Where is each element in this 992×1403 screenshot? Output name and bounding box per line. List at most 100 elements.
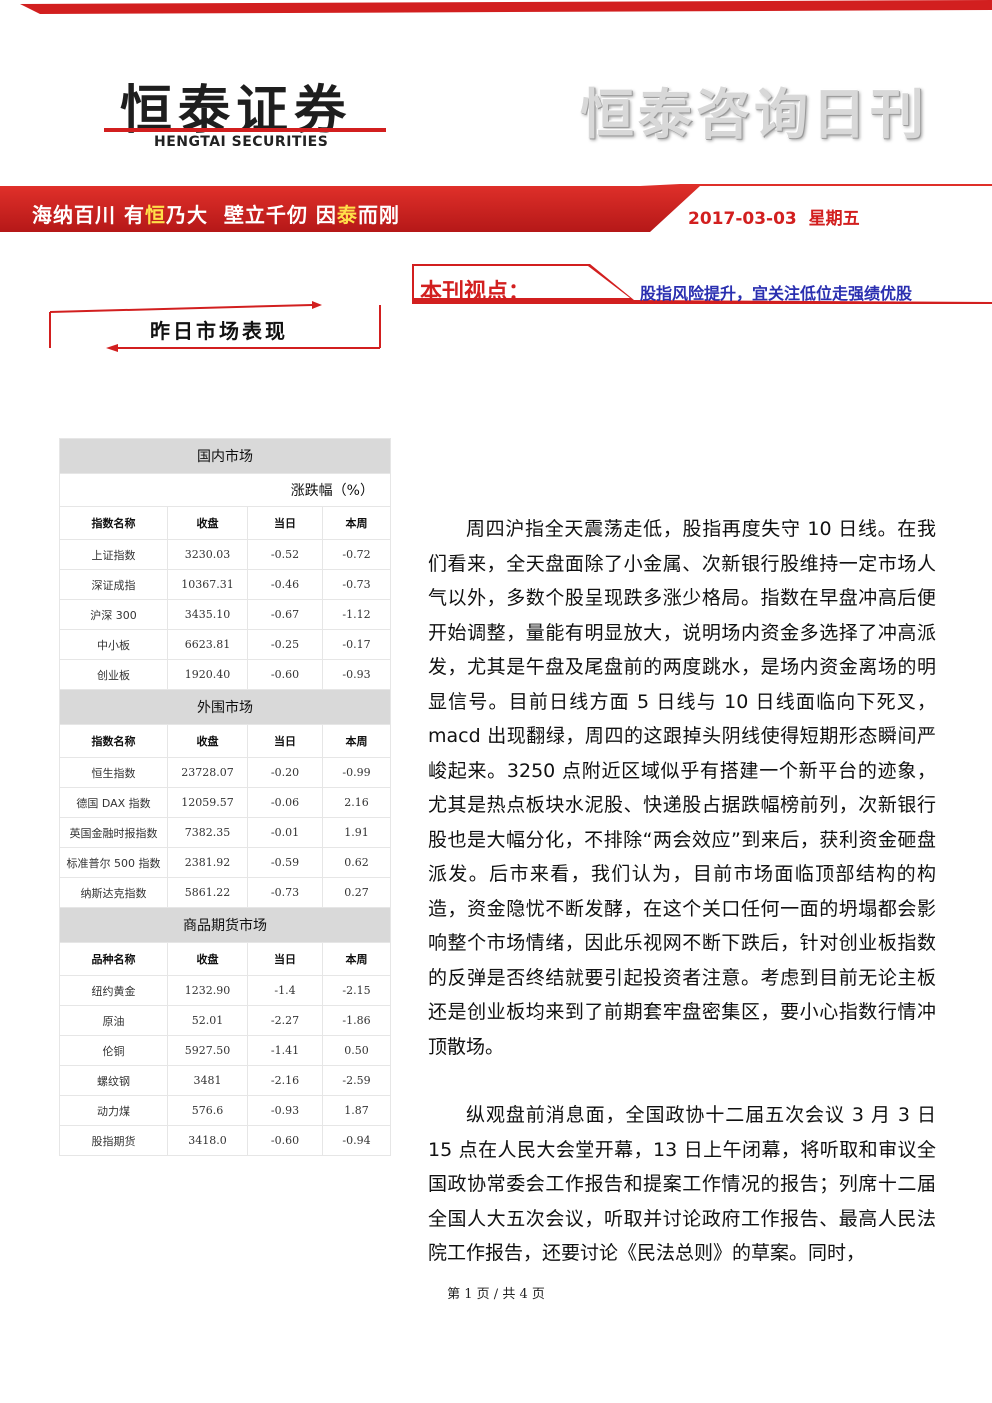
close-value: 1232.90	[167, 975, 248, 1006]
weekly-change: -0.72	[322, 539, 391, 570]
publication-title: 恒泰咨询日刊	[580, 83, 928, 146]
header-row: 品种名称 收盘 当日 本周	[59, 942, 391, 976]
top-red-stripe	[20, 0, 992, 14]
weekly-change: 0.27	[322, 877, 391, 908]
column-header: 收盘	[167, 724, 248, 758]
column-header: 当日	[247, 724, 323, 758]
daily-change: -0.06	[247, 787, 323, 818]
brand-subtitle: HENGTAI SECURITIES	[154, 134, 329, 150]
header-row: 指数名称 收盘 当日 本周	[59, 724, 391, 758]
daily-change: -0.25	[247, 629, 323, 660]
unit-label: 涨跌幅（%）	[59, 473, 391, 507]
index-name: 沪深 300	[59, 599, 168, 630]
viewpoint-label: 本刊视点：	[420, 280, 531, 305]
index-name: 纳斯达克指数	[59, 877, 168, 908]
weekly-change: -0.73	[322, 569, 391, 600]
close-value: 3481	[167, 1065, 248, 1096]
red-banner	[0, 184, 992, 232]
issue-date: 2017-03-03 星期五	[688, 209, 860, 229]
section-title: 外围市场	[59, 689, 391, 725]
index-name: 深证成指	[59, 569, 168, 600]
section-title: 商品期货市场	[59, 907, 391, 943]
index-name: 上证指数	[59, 539, 168, 570]
weekly-change: -2.59	[322, 1065, 391, 1096]
daily-change: -1.41	[247, 1035, 323, 1066]
index-name: 创业板	[59, 659, 168, 690]
weekly-change: -0.94	[322, 1125, 391, 1156]
column-header: 当日	[247, 506, 323, 540]
viewpoint-banner	[412, 264, 992, 304]
daily-change: -2.16	[247, 1065, 323, 1096]
article-body: 周四沪指全天震荡走低，股指再度失守 10 日线。在我们看来，全天盘面除了小金属、…	[428, 512, 936, 1271]
index-name: 中小板	[59, 629, 168, 660]
column-header: 本周	[322, 506, 391, 540]
weekly-change: -0.17	[322, 629, 391, 660]
commodity-name: 原油	[59, 1005, 168, 1036]
daily-change: -0.73	[247, 877, 323, 908]
close-value: 2381.92	[167, 847, 248, 878]
article-paragraph: 纵观盘前消息面，全国政协十二届五次会议 3 月 3 日 15 点在人民大会堂开幕…	[428, 1104, 936, 1264]
daily-change: -0.46	[247, 569, 323, 600]
column-header: 本周	[322, 942, 391, 976]
column-header: 品种名称	[59, 942, 168, 976]
daily-change: -2.27	[247, 1005, 323, 1036]
daily-change: -0.93	[247, 1095, 323, 1126]
article-paragraph: 周四沪指全天震荡走低，股指再度失守 10 日线。在我们看来，全天盘面除了小金属、…	[428, 518, 936, 1058]
close-value: 576.6	[167, 1095, 248, 1126]
weekly-change: -1.12	[322, 599, 391, 630]
commodity-name: 伦铜	[59, 1035, 168, 1066]
slogan: 海纳百川 有恒乃大 壁立千仞 因泰而刚	[32, 203, 400, 227]
close-value: 3418.0	[167, 1125, 248, 1156]
market-section-heading: 昨日市场表现	[150, 319, 288, 343]
close-value: 3230.03	[167, 539, 248, 570]
close-value: 5861.22	[167, 877, 248, 908]
weekly-change: -0.93	[322, 659, 391, 690]
commodity-name: 股指期货	[59, 1125, 168, 1156]
weekly-change: 2.16	[322, 787, 391, 818]
section-title: 国内市场	[59, 438, 391, 474]
close-value: 10367.31	[167, 569, 248, 600]
close-value: 5927.50	[167, 1035, 248, 1066]
weekly-change: -2.15	[322, 975, 391, 1006]
close-value: 3435.10	[167, 599, 248, 630]
index-name: 英国金融时报指数	[59, 817, 168, 848]
column-header: 收盘	[167, 942, 248, 976]
index-name: 标准普尔 500 指数	[59, 847, 168, 878]
commodity-name: 螺纹钢	[59, 1065, 168, 1096]
daily-change: -0.01	[247, 817, 323, 848]
column-header: 本周	[322, 724, 391, 758]
close-value: 7382.35	[167, 817, 248, 848]
section-row-overseas: 外围市场	[59, 689, 391, 725]
column-header: 指数名称	[59, 506, 168, 540]
close-value: 23728.07	[167, 757, 248, 788]
index-name: 德国 DAX 指数	[59, 787, 168, 818]
close-value: 1920.40	[167, 659, 248, 690]
weekly-change: 1.87	[322, 1095, 391, 1126]
daily-change: -0.60	[247, 659, 323, 690]
close-value: 12059.57	[167, 787, 248, 818]
column-header: 收盘	[167, 506, 248, 540]
commodity-name: 动力煤	[59, 1095, 168, 1126]
weekly-change: -1.86	[322, 1005, 391, 1036]
weekly-change: 0.50	[322, 1035, 391, 1066]
section-row-domestic: 国内市场	[59, 438, 391, 474]
weekly-change: 0.62	[322, 847, 391, 878]
column-header: 当日	[247, 942, 323, 976]
daily-change: -0.60	[247, 1125, 323, 1156]
daily-change: -0.52	[247, 539, 323, 570]
weekly-change: -0.99	[322, 757, 391, 788]
